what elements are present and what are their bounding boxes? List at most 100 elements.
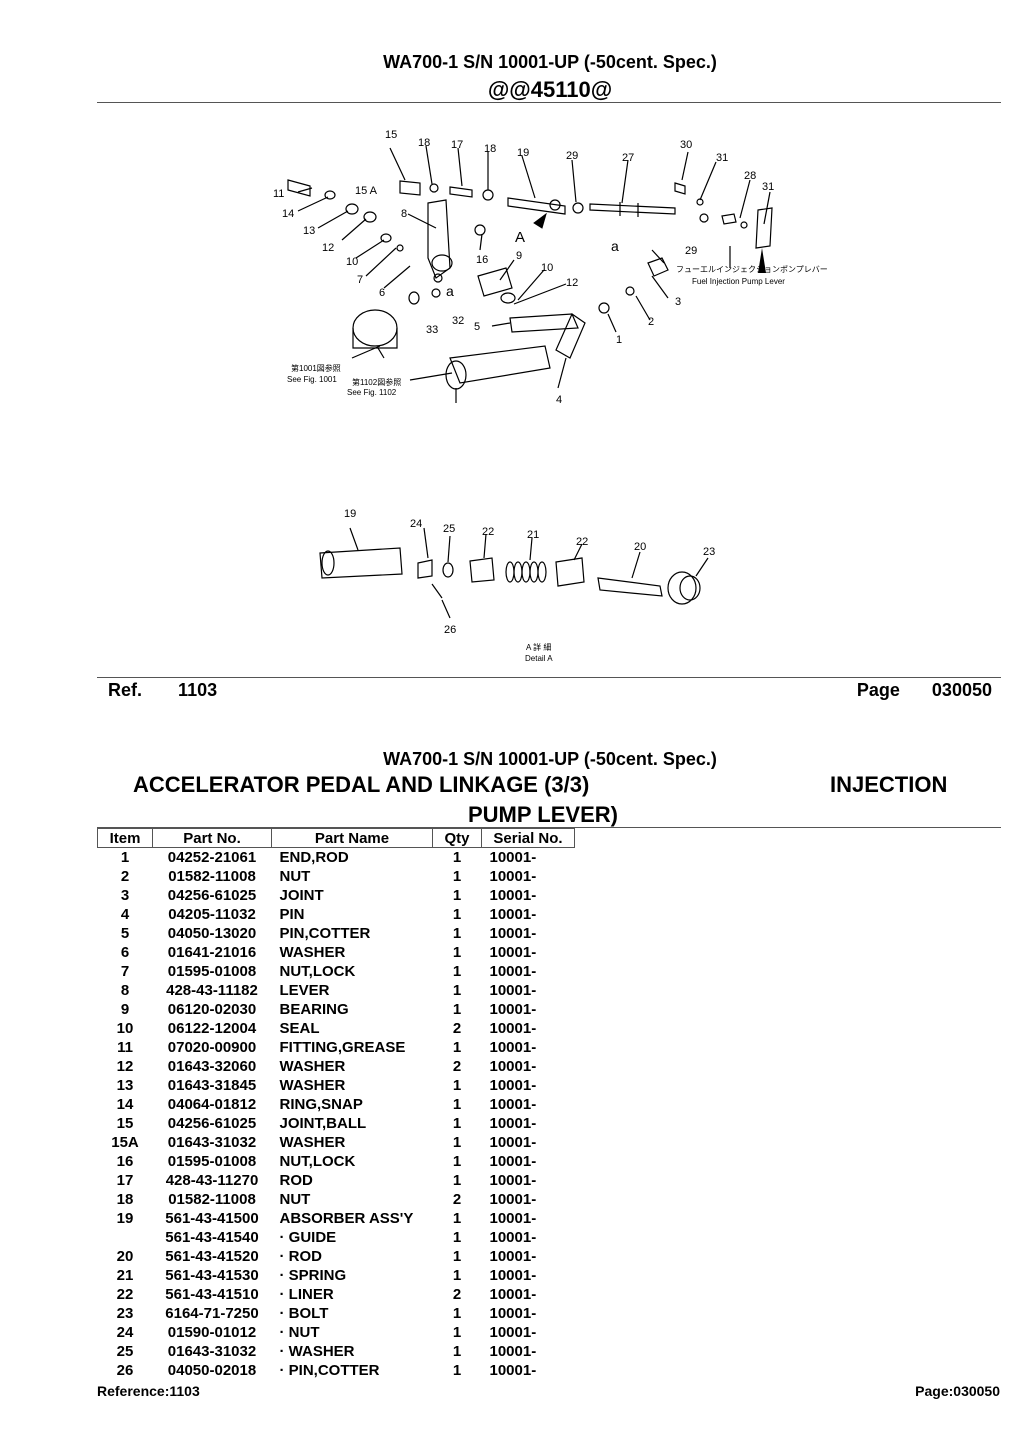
part-name: WASHER (279, 1058, 346, 1075)
quantity: 1 (452, 1229, 462, 1246)
quantity: 1 (452, 1134, 462, 1151)
callout-labels: 15 18 17 18 19 29 27 30 31 28 31 11 15 A… (273, 129, 774, 636)
part-name: SEAL (279, 1020, 320, 1037)
serial-number: 10001- (489, 944, 537, 961)
model-line: WA700-1 S/N 10001-UP (-50cent. Spec.) (383, 52, 717, 72)
part-name: ABSORBER ASS'Y (279, 1210, 414, 1227)
quantity: 1 (452, 1305, 462, 1322)
part-name: WASHER (279, 1077, 346, 1094)
quantity: 1 (452, 849, 462, 866)
serial-number: 10001- (489, 1191, 537, 1208)
col-header-part-name: Part Name (271, 828, 433, 848)
callout: a (446, 283, 454, 299)
serial-number: 10001- (489, 925, 537, 942)
item-number: 17 (116, 1172, 134, 1189)
quantity: 1 (452, 1324, 462, 1341)
item-number: 8 (120, 982, 130, 999)
part-name: NUT (279, 1191, 311, 1208)
part-number: 06120-02030 (167, 1001, 257, 1018)
item-number: 4 (120, 906, 130, 923)
callout: 9 (516, 250, 522, 262)
callout: 12 (566, 277, 578, 289)
part-name: NUT,LOCK (279, 1153, 356, 1170)
see-fig-1001-jp: 第1001図参照 (291, 363, 341, 373)
section-title-pump-lever: PUMP LEVER) (468, 802, 618, 827)
quantity: 1 (452, 1248, 462, 1265)
see-fig-1102-jp: 第1102図参照 (352, 377, 401, 387)
part-number: 04064-01812 (167, 1096, 257, 1113)
quantity: 1 (452, 868, 462, 885)
part-number: 07020-00900 (167, 1039, 257, 1056)
quantity: 1 (452, 1210, 462, 1227)
serial-number: 10001- (489, 1153, 537, 1170)
serial-number: 10001- (489, 1286, 537, 1303)
part-name: · WASHER (279, 1343, 355, 1360)
callout: 3 (675, 296, 681, 308)
quantity: 1 (452, 963, 462, 980)
part-name: · SPRING (279, 1267, 347, 1284)
part-number: 04050-02018 (167, 1362, 257, 1379)
item-number: 15 (116, 1115, 134, 1132)
serial-number: 10001- (489, 963, 537, 980)
part-name: JOINT,BALL (279, 1115, 367, 1132)
callout: 23 (703, 546, 715, 558)
item-number: 9 (120, 1001, 130, 1018)
callout: 1 (616, 334, 622, 346)
part-number: 01641-21016 (167, 944, 257, 961)
callout: 10 (541, 262, 553, 274)
item-number: 15A (111, 1134, 139, 1151)
col-header-part-no: Part No. (152, 828, 272, 848)
part-number: 01595-01008 (167, 963, 257, 980)
quantity: 1 (452, 925, 462, 942)
callout: 14 (282, 208, 294, 220)
part-name: · BOLT (279, 1305, 329, 1322)
part-number: 01595-01008 (167, 1153, 257, 1170)
item-number: 24 (116, 1324, 134, 1341)
part-name: END,ROD (279, 849, 349, 866)
part-name: WASHER (279, 944, 346, 961)
part-name: WASHER (279, 1134, 346, 1151)
detail-jp: A 詳 細 (526, 642, 551, 652)
callout: 26 (444, 624, 456, 636)
item-number: 2 (120, 868, 130, 885)
serial-number: 10001- (489, 1305, 537, 1322)
serial-number: 10001- (489, 1001, 537, 1018)
header-divider (97, 102, 1001, 103)
callout: 18 (484, 143, 496, 155)
quantity: 2 (452, 1191, 462, 1208)
item-number: 22 (116, 1286, 134, 1303)
serial-number: 10001- (489, 868, 537, 885)
callout: 32 (452, 315, 464, 327)
serial-number: 10001- (489, 1210, 537, 1227)
ref-label: Ref. (108, 680, 143, 700)
callout: 28 (744, 170, 756, 182)
callout: 7 (357, 274, 363, 286)
callout: 29 (566, 150, 578, 162)
item-number: 12 (116, 1058, 134, 1075)
jp-fuel-lever-label: フューエルインジェクションポンプレバー (676, 265, 828, 274)
quantity: 2 (452, 1020, 462, 1037)
item-number: 6 (120, 944, 130, 961)
part-name: NUT (279, 868, 311, 885)
part-number: 06122-12004 (167, 1020, 257, 1037)
part-number: 04256-61025 (167, 1115, 257, 1132)
ref-divider (97, 677, 1001, 678)
part-number: 561-43-41520 (165, 1248, 259, 1265)
table-header-row: Item Part No. Part Name Qty Serial No. (97, 828, 575, 848)
part-name: PIN,COTTER (279, 925, 371, 942)
